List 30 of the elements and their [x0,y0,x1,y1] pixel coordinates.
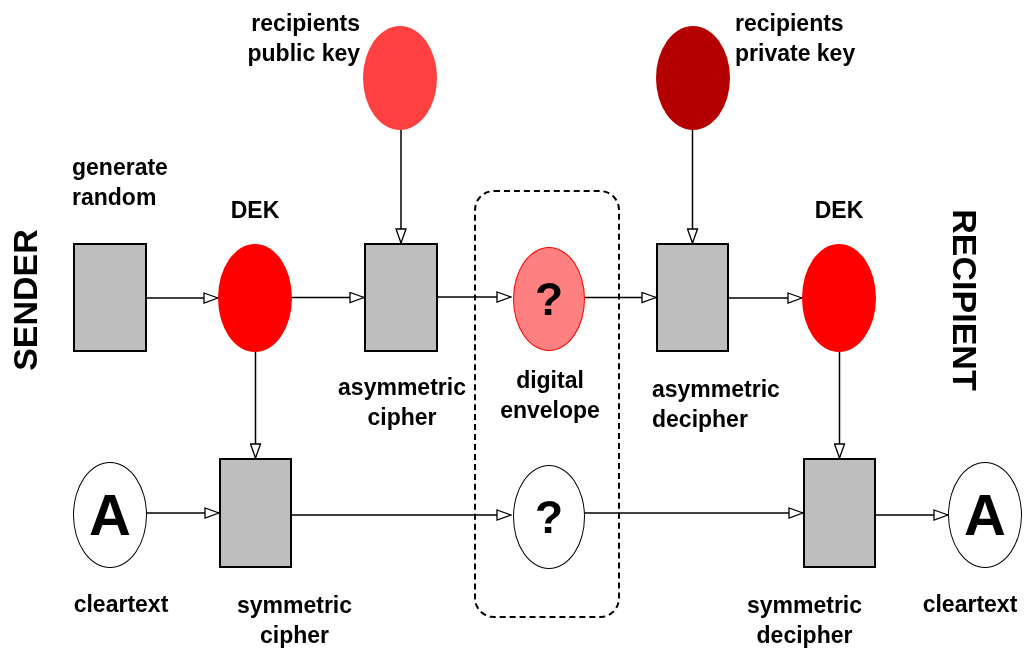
node-label: DEK [229,196,281,225]
arrow [291,291,365,304]
node-label: recipients public key [246,9,360,68]
arrow [833,351,846,459]
arrow [291,509,512,521]
node-label: cleartext [921,590,1019,619]
symbol-text: ? [534,276,564,322]
symbol-text: ? [534,494,564,540]
node-label: DEK [813,196,865,225]
arrow [437,291,512,303]
node-label: recipients private key [735,9,857,68]
side-label: RECIPIENT [947,208,983,393]
arrow [146,292,219,304]
node-label: generate random [72,153,169,212]
arrow [686,129,699,244]
node-label: digital envelope [499,366,601,425]
arrow [875,509,949,521]
symbol-text: A [964,486,1006,544]
side-label: SENDER [7,228,43,373]
node-label: cleartext [72,590,170,619]
node-label: asymmetric cipher [337,373,467,432]
arrow [395,129,407,244]
arrow [249,351,262,459]
arrow [728,292,803,304]
node-label: symmetric cipher [235,591,354,650]
node-label: symmetric decipher [745,591,864,650]
node-label: asymmetric decipher [652,375,781,434]
symbol-text: A [89,486,131,544]
arrow [146,507,220,519]
envelope-frame [474,190,620,618]
